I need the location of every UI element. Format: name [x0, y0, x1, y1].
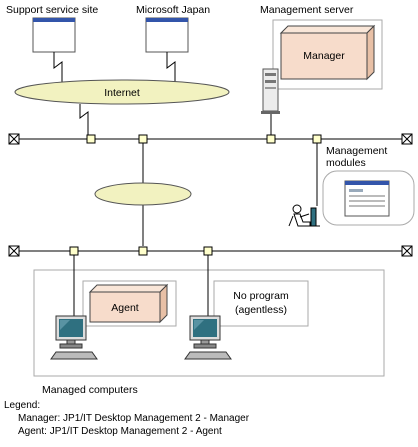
link-support-to-internet [53, 52, 63, 82]
management-server-label: Management server [260, 4, 354, 16]
managed-computer-icon [50, 315, 98, 360]
legend-entry-agent: Agent: JP1/IT Desktop Management 2 - Age… [18, 426, 222, 437]
lan-node [138, 134, 148, 144]
managed-computers-label: Managed computers [42, 384, 138, 396]
intranet-cloud [94, 182, 192, 206]
support-site-window-icon [32, 17, 76, 53]
legend-entry-manager: Manager: JP1/IT Desktop Management 2 - M… [18, 413, 250, 424]
managed-computer-icon [184, 315, 232, 360]
administrator-icon [288, 204, 320, 227]
lan-terminator-icon [401, 245, 413, 257]
internet-cloud [14, 79, 230, 105]
lan-terminator-icon [8, 133, 20, 145]
agent-box [88, 283, 169, 324]
support-site-label: Support service site [6, 4, 98, 16]
microsoft-japan-label: Microsoft Japan [136, 4, 210, 16]
microsoft-japan-window-icon [145, 17, 189, 53]
legend-title: Legend: [4, 400, 41, 411]
link-microsoft-to-internet [166, 52, 176, 82]
internet-label: Internet [104, 87, 140, 99]
agent-label: Agent [111, 302, 139, 314]
lan-terminator-icon [8, 245, 20, 257]
manager-box [279, 24, 376, 81]
no-program-label-line2: (agentless) [235, 304, 287, 316]
management-modules-label-line1: Management [326, 145, 387, 157]
lan-node [86, 134, 96, 144]
lan-node [312, 134, 322, 144]
no-program-label-line1: No program [233, 290, 289, 302]
manager-label: Manager [303, 50, 345, 62]
legend: Legend: Manager: JP1/IT Desktop Manageme… [4, 399, 249, 438]
lan-node [138, 246, 148, 256]
management-modules-label-line2: modules [326, 157, 366, 169]
lan-node [69, 246, 79, 256]
server-tower-icon [261, 68, 280, 114]
management-module-window-icon [344, 180, 390, 217]
lan-terminator-icon [401, 133, 413, 145]
lan-node [203, 246, 213, 256]
lan-node [266, 134, 276, 144]
no-program-frame [213, 280, 309, 327]
link-internet-to-lan [79, 104, 89, 138]
